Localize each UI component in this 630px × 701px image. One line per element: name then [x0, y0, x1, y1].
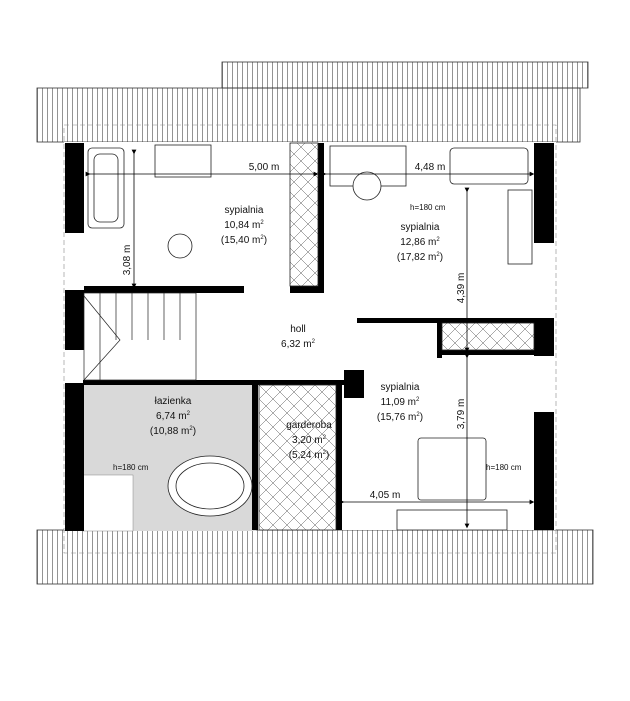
height-label-3: h=180 cm	[486, 463, 522, 472]
height-label-1: h=180 cm	[410, 203, 446, 212]
bedroom1-area-total: (15,40 m2)	[221, 235, 267, 246]
dimension-label-6: 4,05 m	[370, 490, 401, 501]
wardrobe-closet-1	[289, 142, 319, 287]
dimension-lines	[85, 149, 535, 529]
bathroom-area: 6,74 m2	[156, 411, 191, 422]
dimension-label-3: 3,08 m	[122, 245, 133, 276]
bedroom3-area: 11,09 m2	[381, 397, 420, 408]
dimension-label-2: 4,48 m	[415, 162, 446, 173]
hall-area: 6,32 m2	[281, 339, 316, 350]
bedroom2-area-total: (17,82 m2)	[397, 252, 443, 263]
wardrobe-area-total: (5,24 m2)	[289, 450, 330, 461]
bedroom2-area: 12,86 m2	[400, 237, 440, 248]
bedroom2-name: sypialnia	[401, 222, 440, 233]
wardrobe-area: 3,20 m2	[292, 435, 327, 446]
bathroom-name: łazienka	[155, 396, 192, 407]
bedroom3-area-total: (15,76 m2)	[377, 412, 423, 423]
dimension-label-5: 3,79 m	[456, 399, 467, 430]
bedroom1-name: sypialnia	[225, 205, 264, 216]
hall-name: holl	[290, 324, 306, 335]
wardrobe-closet-3	[441, 322, 535, 351]
stairs	[83, 292, 197, 381]
bathroom-area-total: (10,88 m2)	[150, 426, 196, 437]
wardrobe-closet-2	[258, 384, 337, 531]
dimension-label-4: 4,39 m	[456, 273, 467, 304]
furniture	[87, 144, 533, 531]
height-label-2: h=180 cm	[113, 463, 149, 472]
wardrobe-name: garderoba	[286, 420, 332, 431]
dimension-label-1: 5,00 m	[249, 162, 280, 173]
walls	[65, 143, 554, 531]
bedroom1-area: 10,84 m2	[224, 220, 264, 231]
bedroom3-name: sypialnia	[381, 382, 420, 393]
